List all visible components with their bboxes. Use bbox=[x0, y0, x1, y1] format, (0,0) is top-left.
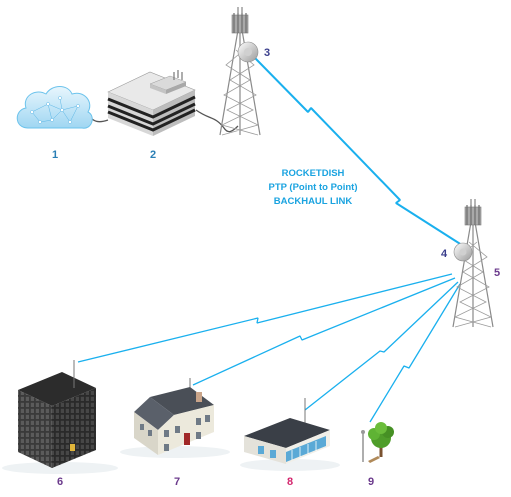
callout-numbers: 1 2 3 4 5 6 7 8 9 bbox=[52, 47, 500, 488]
link-to-office-tower bbox=[77, 273, 453, 363]
cloud-icon bbox=[16, 86, 93, 129]
callout-3: 3 bbox=[264, 47, 270, 59]
tree-icon bbox=[361, 422, 394, 463]
wireless-links bbox=[77, 57, 466, 423]
server-building-icon bbox=[107, 70, 196, 136]
office-tower-icon bbox=[18, 360, 96, 468]
link-to-store bbox=[304, 281, 459, 411]
callout-6: 6 bbox=[57, 476, 63, 488]
callout-8: 8 bbox=[287, 476, 293, 488]
link-label-line-3: BACKHAUL LINK bbox=[274, 196, 353, 207]
link-label-line-1: ROCKETDISH bbox=[282, 168, 345, 179]
callout-5: 5 bbox=[494, 267, 500, 279]
callout-4: 4 bbox=[441, 248, 448, 260]
callout-2: 2 bbox=[150, 149, 156, 161]
house-icon bbox=[134, 378, 214, 455]
store-icon bbox=[244, 398, 330, 464]
link-to-house bbox=[192, 277, 456, 386]
backhaul-link-label: ROCKETDISH PTP (Point to Point) BACKHAUL… bbox=[268, 168, 357, 207]
tower-icon bbox=[452, 198, 494, 328]
callout-7: 7 bbox=[174, 476, 180, 488]
backhaul-link bbox=[254, 57, 466, 248]
tower-icon bbox=[219, 6, 261, 136]
link-to-hotspot bbox=[369, 283, 461, 423]
callout-1: 1 bbox=[52, 149, 58, 161]
link-label-line-2: PTP (Point to Point) bbox=[268, 182, 357, 193]
callout-9: 9 bbox=[368, 476, 374, 488]
